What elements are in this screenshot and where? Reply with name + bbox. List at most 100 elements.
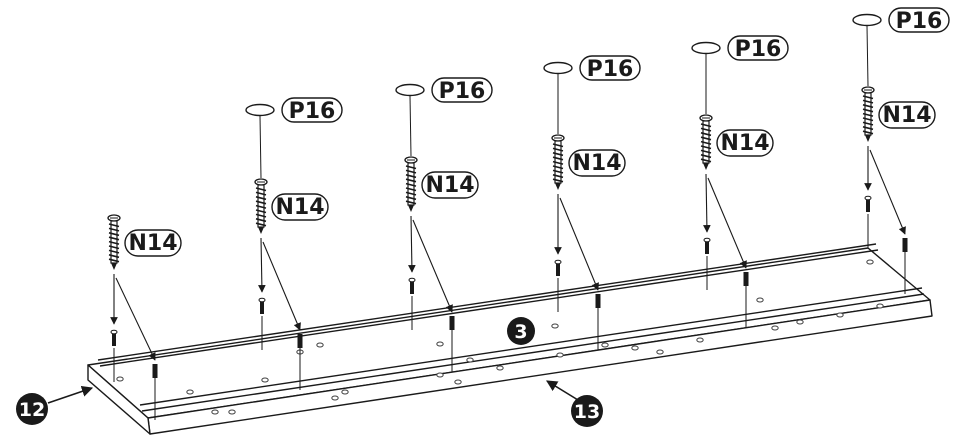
drill-hole [316, 342, 324, 348]
washer-icon [245, 103, 275, 117]
cam-pin-icon [743, 272, 749, 328]
washer-label-p16: P16 [727, 35, 789, 62]
washer-label-p16: P16 [888, 7, 950, 34]
drill-hole [454, 379, 462, 385]
drill-hole [771, 325, 779, 331]
drill-hole [496, 365, 504, 371]
washer-label-pill [579, 55, 641, 81]
drill-hole [601, 342, 609, 348]
screw-icon [861, 86, 875, 142]
part-13-number: 13 [574, 401, 600, 423]
placement-arrow [869, 149, 906, 235]
drill-hole [551, 323, 559, 329]
screw-label-pill [716, 129, 774, 157]
washer-guide-line [259, 115, 262, 179]
fastener-stack: N14 [107, 214, 182, 420]
washer-label-pill [888, 7, 950, 33]
drill-hole [756, 297, 764, 303]
cam-pin-icon [449, 316, 455, 372]
part-callout-13: 13 [546, 380, 603, 427]
drill-hole [341, 389, 349, 395]
drill-hole [696, 337, 704, 343]
washer-guide-line [409, 95, 412, 157]
insert-arrow [408, 215, 416, 273]
drill-hole [876, 303, 884, 309]
drill-hole [866, 259, 874, 265]
placement-arrow [262, 241, 301, 331]
drill-hole [631, 345, 639, 351]
drill-hole [186, 389, 194, 395]
drill-hole [836, 312, 844, 318]
washer-label-p16: P16 [431, 77, 493, 104]
insert-arrow [258, 237, 266, 293]
cam-pin-icon [152, 364, 158, 420]
screw-icon [107, 214, 121, 270]
drill-hole [796, 319, 804, 325]
screw-label-n14: N14 [271, 193, 329, 221]
screw-label-text: N14 [720, 131, 769, 156]
drill-hole [436, 341, 444, 347]
washer-label-p16: P16 [579, 55, 641, 82]
drill-hole [331, 395, 339, 401]
part-13-badge [571, 395, 603, 427]
washer-label-pill [281, 97, 343, 123]
cam-pin-icon [902, 238, 908, 294]
washer-label-text: P16 [289, 99, 336, 124]
screw-icon [404, 156, 418, 212]
screw-icon [699, 114, 713, 170]
washer-label-text: P16 [896, 9, 943, 34]
washer-label-p16: P16 [281, 97, 343, 124]
screw-label-n14: N14 [716, 129, 774, 157]
part-12-number: 12 [19, 399, 45, 421]
screw-label-n14: N14 [421, 171, 479, 199]
washer-label-pill [431, 77, 493, 103]
screw-icon [551, 134, 565, 190]
part-3-number: 3 [514, 321, 527, 343]
dowel-icon [703, 237, 711, 254]
placement-arrow [412, 219, 453, 313]
screw-label-pill [124, 229, 182, 257]
placement-arrow [115, 277, 156, 361]
placement-arrow [559, 197, 599, 291]
screw-icon [254, 178, 268, 234]
board-left-face [87, 364, 151, 435]
drill-hole [466, 357, 474, 363]
washer-icon [691, 41, 721, 55]
screw-label-text: N14 [882, 103, 931, 128]
drill-hole [436, 372, 444, 378]
part-callout-12: 12 [16, 385, 94, 425]
washer-label-text: P16 [735, 37, 782, 62]
screw-label-text: N14 [425, 173, 474, 198]
washer-label-text: P16 [587, 57, 634, 82]
washer-label-text: P16 [439, 79, 486, 104]
screw-label-text: N14 [275, 195, 324, 220]
drill-hole [228, 409, 236, 415]
washer-icon [852, 13, 882, 27]
screw-label-n14: N14 [568, 149, 626, 177]
placement-arrow [707, 177, 747, 269]
screw-label-text: N14 [572, 151, 621, 176]
dowel-icon [408, 277, 416, 294]
dowel-icon [864, 195, 872, 212]
drill-hole [211, 409, 219, 415]
drill-hole [116, 376, 124, 382]
cam-pin-icon [595, 294, 601, 350]
part-callout-3: 3 [507, 317, 535, 345]
washer-icon [395, 83, 425, 97]
dowel-icon [258, 297, 266, 314]
washer-label-pill [727, 35, 789, 61]
screw-label-pill [568, 149, 626, 177]
drill-hole [261, 377, 269, 383]
insert-arrow [703, 173, 711, 233]
screw-label-text: N14 [128, 231, 177, 256]
board-front-rail [139, 287, 923, 406]
washer-guide-line [866, 25, 869, 87]
screw-label-pill [421, 171, 479, 199]
board-holes [116, 259, 884, 415]
